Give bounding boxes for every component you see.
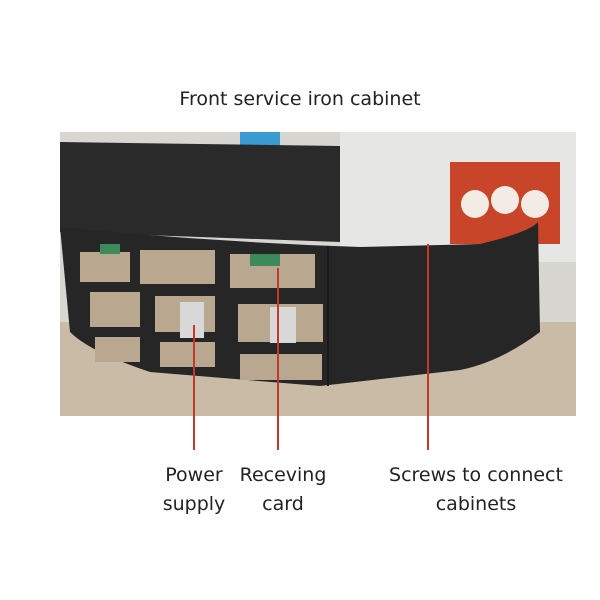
callout-line1: Receving [239,464,327,486]
diagram-title: Front service iron cabinet [179,88,421,110]
callout-line1: Power [165,464,223,486]
callout-screws: Screws to connect cabinets [366,461,586,519]
callout-line1: Screws to connect [389,464,563,486]
callout-line2: cabinets [435,493,517,515]
callout-power-supply: Power supply [134,461,254,519]
callout-line2: supply [162,493,226,515]
callout-receiving-card: Receving card [228,461,338,519]
callout-line2: card [262,493,304,515]
cabinet-photo [60,132,576,416]
